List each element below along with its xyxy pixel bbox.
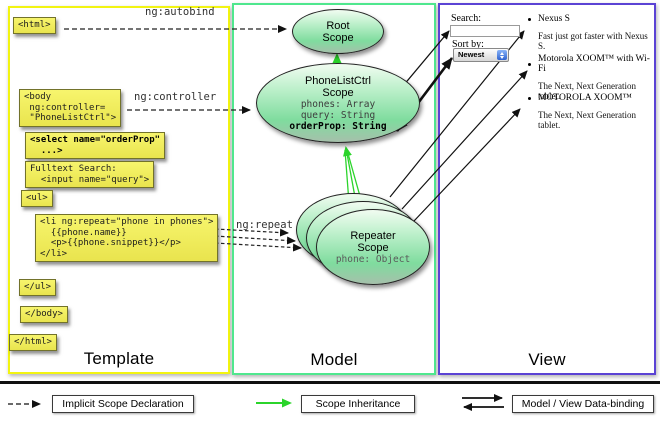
ng-controller-label: ng:controller xyxy=(134,91,217,103)
item-desc: The Next, Next Generation tablet. xyxy=(538,110,636,130)
prop-phones: phones: Array xyxy=(300,98,376,110)
code-ul-close: </ul> xyxy=(19,279,57,296)
root-scope-title: Root Scope xyxy=(322,19,354,44)
code-body-close: </body> xyxy=(20,306,68,323)
code-select-tag: <select name="orderProp" ...> xyxy=(25,132,166,159)
legend-scope-inheritance: Scope Inheritance xyxy=(301,395,415,413)
list-item: MOTOROLA XOOM™ The Next, Next Generation… xyxy=(528,93,656,130)
code-li-repeat: <li ng:repeat="phone in phones"> {{phone… xyxy=(35,214,219,262)
sort-select-value: Newest xyxy=(458,50,485,59)
phonelistctrl-scope-ellipse: PhoneListCtrl Scope phones: Array query:… xyxy=(256,63,420,143)
model-column: Model xyxy=(232,3,436,375)
ng-repeat-label: ng:repeat xyxy=(236,219,293,231)
list-item: Motorola XOOM™ with Wi-Fi The Next, Next… xyxy=(528,54,656,101)
list-item: Nexus S Fast just got faster with Nexus … xyxy=(528,14,656,51)
item-name: MOTOROLA XOOM™ xyxy=(538,93,632,103)
code-fulltext-search: Fulltext Search: <input name="query"> xyxy=(25,161,155,188)
repeater-scope-title: Repeater Scope xyxy=(350,229,396,254)
item-desc: Fast just got faster with Nexus S. xyxy=(538,31,648,51)
prop-phone: phone: Object xyxy=(335,253,411,265)
bullet-icon xyxy=(528,96,531,100)
legend-implicit-scope: Implicit Scope Declaration xyxy=(52,395,194,413)
code-ul-open: <ul> xyxy=(21,190,53,207)
root-scope-ellipse: Root Scope xyxy=(292,9,384,54)
prop-orderprop: orderProp: String xyxy=(289,120,387,132)
bullet-icon xyxy=(528,17,531,21)
search-label: Search: xyxy=(451,13,481,24)
code-html-open: <html> xyxy=(13,17,56,34)
sort-select[interactable]: Newest xyxy=(453,48,509,62)
template-column-label: Template xyxy=(83,349,155,368)
model-column-label: Model xyxy=(310,350,358,369)
ng-autobind-label: ng:autobind xyxy=(145,6,215,18)
code-html-close: </html> xyxy=(9,334,57,351)
legend-data-binding: Model / View Data-binding xyxy=(512,395,654,413)
phonelistctrl-scope-title: PhoneListCtrl Scope xyxy=(304,74,372,99)
item-name: Nexus S xyxy=(538,14,570,24)
item-name: Motorola XOOM™ with Wi-Fi xyxy=(538,54,650,74)
view-column-label: View xyxy=(528,350,566,369)
code-body-open: <body ng:controller= "PhoneListCtrl"> xyxy=(19,89,122,127)
bullet-icon xyxy=(528,62,531,66)
item-desc: The Next, Next Generation tablet. xyxy=(538,81,636,101)
repeater-scope-ellipse-front: Repeater Scope phone: Object xyxy=(316,209,430,285)
search-input[interactable] xyxy=(450,25,520,37)
prop-query: query: String xyxy=(300,109,376,121)
select-stepper-icon xyxy=(497,50,507,60)
legend-divider xyxy=(0,381,660,384)
